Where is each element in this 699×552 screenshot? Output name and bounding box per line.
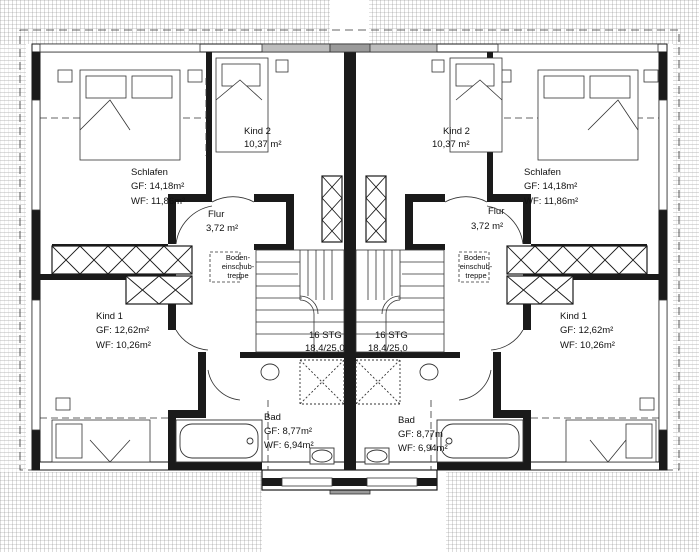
room-kind2-right-area: 10,37 m² [432, 139, 470, 150]
room-kind1-left-name: Kind 1 [96, 311, 123, 322]
bottom-wall [168, 462, 531, 491]
room-bad-left-wf: WF: 6,94m² [264, 440, 314, 451]
top-windows [39, 43, 659, 53]
door-swings [175, 196, 524, 401]
stairs-left [255, 249, 345, 353]
room-schlafen-left-gf: GF: 14,18m² [131, 181, 185, 192]
room-kind1-left-wf: WF: 10,26m² [96, 340, 151, 351]
room-kind1-right-gf: GF: 12,62m² [560, 325, 614, 336]
stair-left-steps: 16 STG [309, 330, 342, 341]
room-kind1-right-wf: WF: 10,26m² [560, 340, 615, 351]
room-kind1-right-name: Kind 1 [560, 311, 587, 322]
room-bad-right-gf: GF: 8,77m [398, 429, 443, 440]
room-schlafen-right-wf: WF: 11,86m² [524, 196, 579, 207]
room-bad-left-name: Bad [264, 412, 281, 423]
room-kind1-left-gf: GF: 12,62m² [96, 325, 150, 336]
furniture-beds [51, 57, 659, 463]
attic-hatch-left-label: Boden- einschub- treppe [221, 253, 255, 280]
roof-edge-dashed [19, 29, 680, 471]
room-bad-left-gf: GF: 8,77m² [264, 426, 313, 437]
shaft-crosses [51, 175, 648, 305]
attic-hatches [209, 251, 490, 283]
stairs-right [355, 249, 445, 353]
room-kind2-left-name: Kind 2 [244, 126, 271, 137]
room-flur-left-area: 3,72 m² [206, 223, 239, 234]
room-schlafen-left-wf: WF: 11,86m² [131, 196, 186, 207]
room-flur-right-name: Flur [488, 206, 505, 217]
attic-hatch-right-label: Boden- einschub- treppe [459, 253, 493, 280]
room-kind2-right-name: Kind 2 [443, 126, 470, 137]
stair-right-steps: 16 STG [375, 330, 408, 341]
stair-left-ratio: 18,4/25,0 [305, 343, 345, 354]
side-windows [31, 99, 668, 431]
stair-right-ratio: 18,4/25,0 [368, 343, 408, 354]
room-flur-left-name: Flur [208, 209, 225, 220]
furniture-bath [175, 359, 524, 465]
room-schlafen-right-name: Schlafen [524, 167, 561, 178]
party-wall [344, 52, 356, 484]
room-schlafen-right-gf: GF: 14,18m² [524, 181, 578, 192]
room-flur-right-area: 3,72 m² [471, 221, 504, 232]
room-schlafen-left-name: Schlafen [131, 167, 168, 178]
room-bad-right-name: Bad [398, 415, 415, 426]
room-kind2-left-area: 10,37 m² [244, 139, 282, 150]
room-bad-right-wf: WF: 6,94m² [398, 443, 448, 454]
